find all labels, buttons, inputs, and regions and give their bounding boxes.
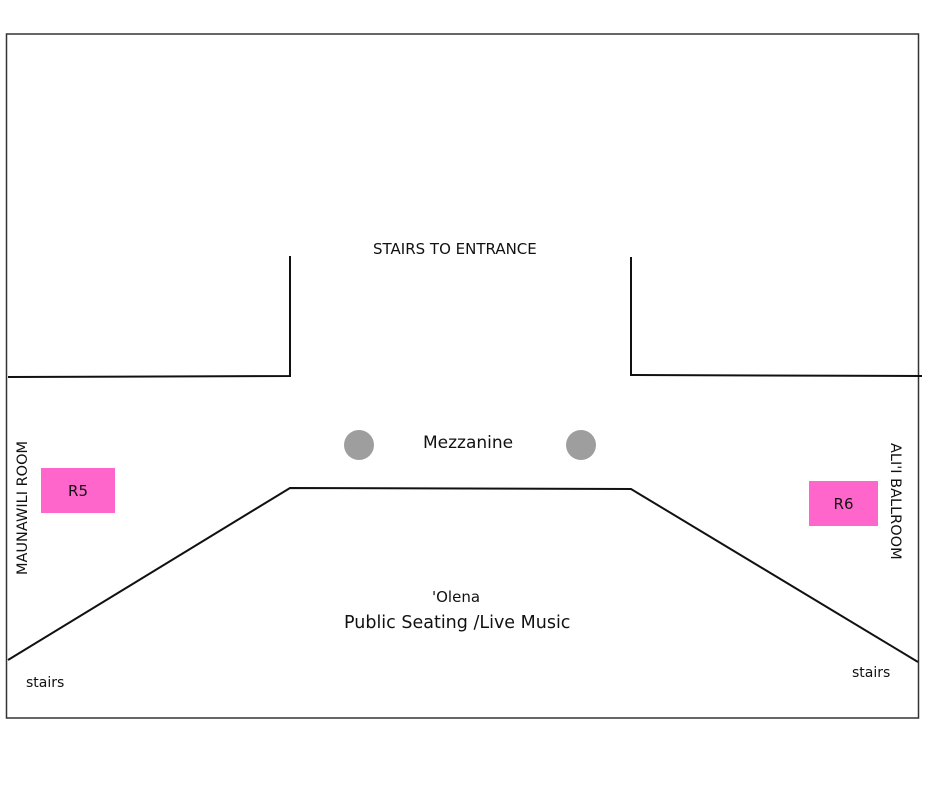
mezzanine-edge [7,486,919,663]
mezzanine-label: Mezzanine [423,433,514,453]
stairs-left-label: stairs [26,675,65,691]
public-seating-label: Public Seating /Live Music [344,613,571,633]
wall-upper-right [630,257,923,377]
stairs-to-entrance-label: STAIRS TO ENTRANCE [373,240,537,258]
room-r6-label: R6 [833,494,854,513]
maunawili-room-label: MAUNAWILI ROOM [15,440,31,575]
stairs-right-label: stairs [852,665,891,681]
pillar-left [344,430,374,460]
alii-ballroom-label: ALI'I BALLROOM [887,443,903,560]
wall-upper-left [7,256,291,378]
room-r5[interactable]: R5 [41,468,115,513]
room-r5-label: R5 [68,481,88,500]
pillar-right [566,430,596,460]
room-r6[interactable]: R6 [809,481,878,526]
olena-label: 'Olena [432,588,481,606]
